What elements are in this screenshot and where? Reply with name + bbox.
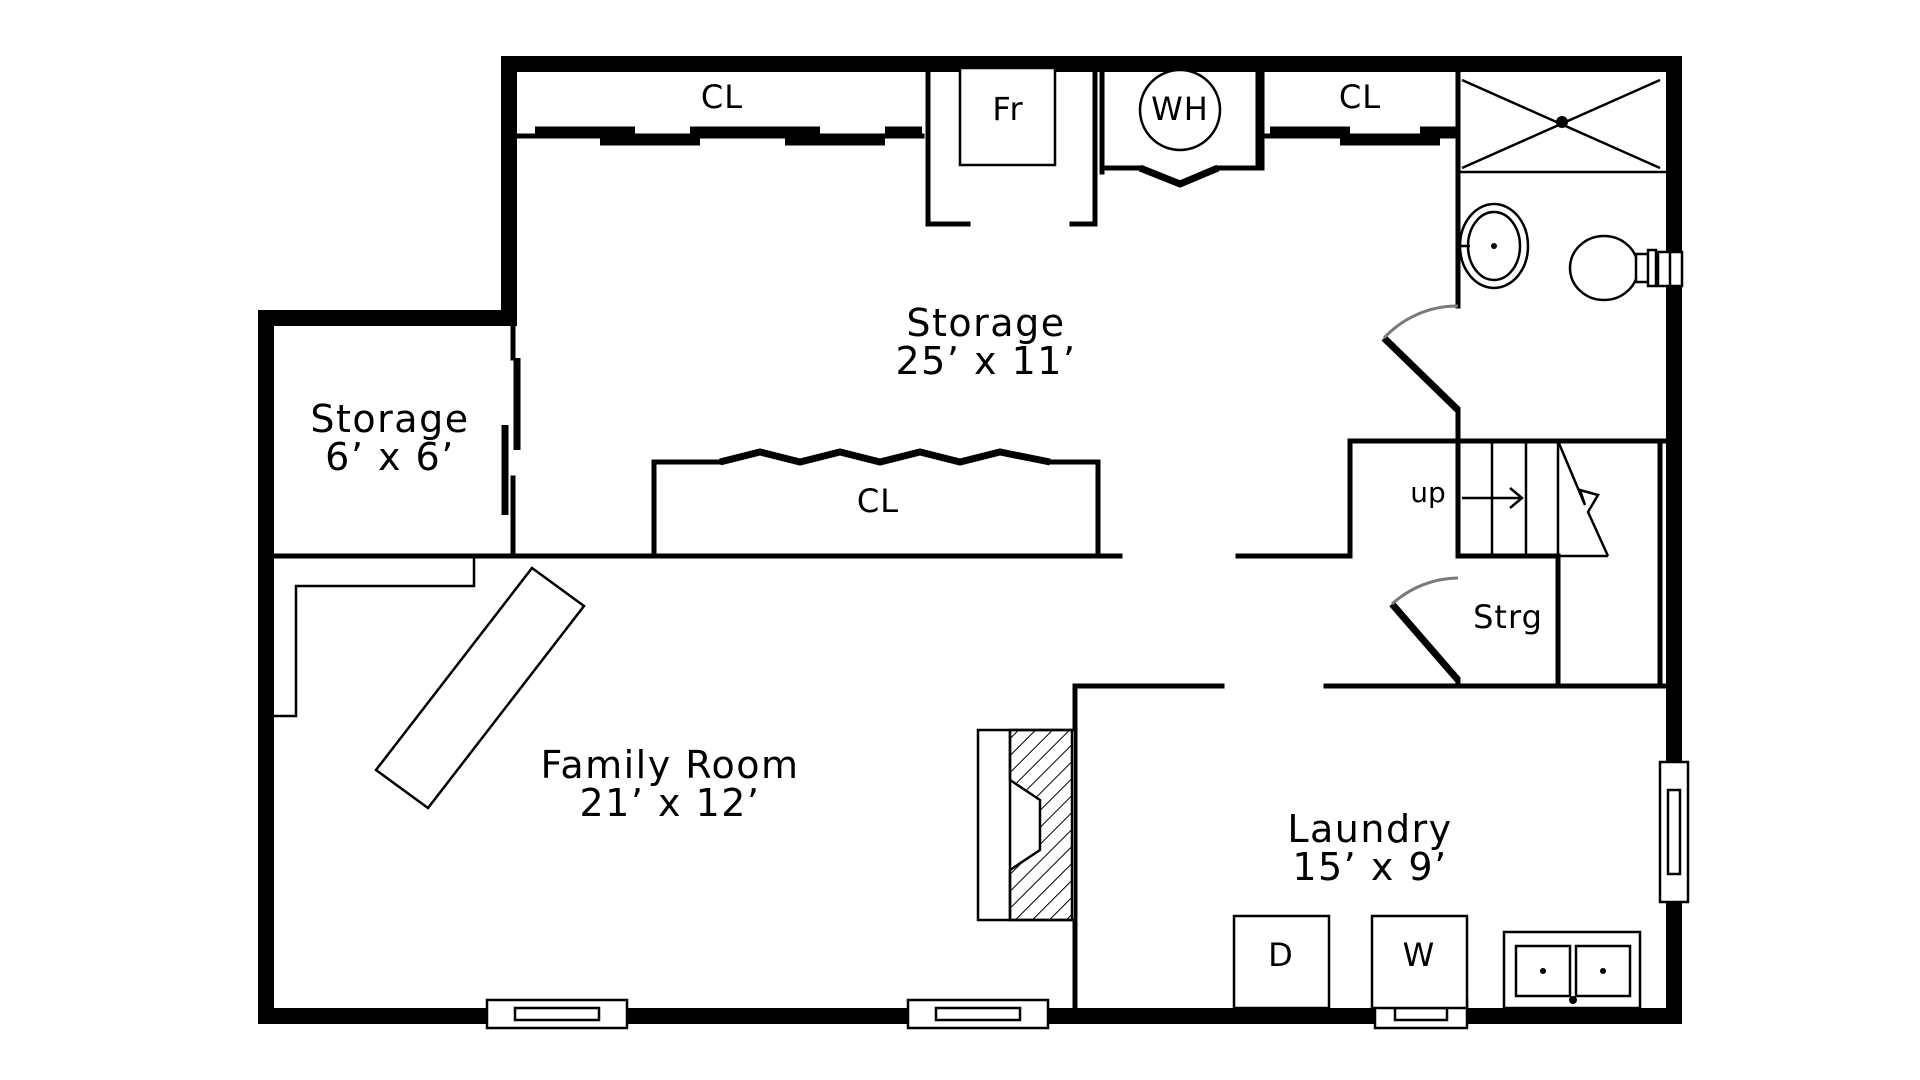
water-heater-label: WH [1151, 90, 1209, 128]
bathroom-door[interactable] [1381, 335, 1461, 413]
center-closet-bifold-doors[interactable] [719, 448, 1051, 466]
freezer-label: Fr [992, 90, 1023, 128]
laundry-sink-drain-right [1600, 968, 1606, 974]
stair-break-line [1556, 440, 1610, 557]
laundry-sink-faucet [1569, 996, 1577, 1004]
laundry-window-east [1658, 760, 1690, 904]
dryer [1232, 914, 1331, 1010]
laundry-name: Laundry [1287, 807, 1452, 851]
freezer [958, 66, 1057, 167]
toilet-bowl [1568, 234, 1640, 302]
laundry-window-east-sash [1666, 788, 1682, 876]
shower-drain [1556, 116, 1568, 128]
bathroom-door-swing [1382, 304, 1459, 340]
storage-main-size: 25’ x 11’ [895, 339, 1076, 383]
dryer-label: D [1268, 936, 1294, 974]
closet-center-label: CL [857, 482, 899, 520]
family-room-window-1 [485, 998, 629, 1030]
strg-label: Strg [1473, 598, 1543, 636]
exterior-wall [258, 56, 1682, 1024]
washer [1370, 914, 1469, 1010]
water-heater-closet-door[interactable] [1138, 164, 1220, 188]
laundry-sink-drain-left [1540, 968, 1546, 974]
stairs-up-arrow-head [1509, 487, 1524, 509]
washer-label: W [1403, 936, 1436, 974]
water-heater [1138, 68, 1222, 152]
family-room-name: Family Room [540, 743, 799, 787]
storage-main-name: Storage [906, 301, 1065, 345]
closet-top-right-label: CL [1339, 78, 1381, 116]
laundry-size: 15’ x 9’ [1292, 845, 1447, 889]
family-room-window-2-sash [934, 1006, 1022, 1022]
sectional-sofa [270, 556, 476, 718]
storage-small-name: Storage [310, 397, 469, 441]
sink-drain [1491, 243, 1497, 249]
toilet-tank-back [1646, 248, 1658, 288]
family-room-window-2 [906, 998, 1050, 1030]
family-room-size: 21’ x 12’ [579, 781, 760, 825]
strg-door[interactable] [1389, 601, 1461, 683]
storage-small-size: 6’ x 6’ [325, 435, 455, 479]
closet-top-left-label: CL [701, 78, 743, 116]
strg-door-swing [1390, 576, 1459, 606]
stairs-up-label: up [1410, 476, 1446, 509]
laundry-sink-basin-right [1574, 944, 1632, 998]
laundry-sink-basin-left [1514, 944, 1572, 998]
angled-bench [374, 566, 586, 810]
family-room-window-1-sash [513, 1006, 601, 1022]
